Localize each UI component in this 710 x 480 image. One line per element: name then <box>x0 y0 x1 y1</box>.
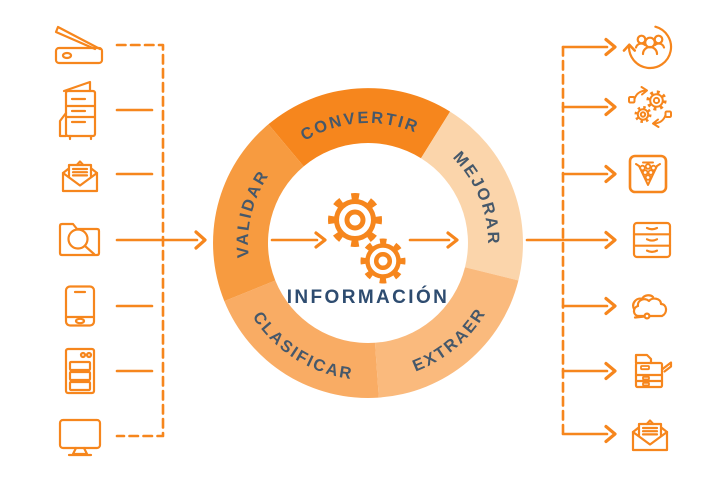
right-arrowheads <box>604 37 617 444</box>
team-sync-icon <box>622 25 673 70</box>
left-connector-tree <box>115 43 207 438</box>
arrowhead-icon <box>604 361 617 381</box>
gears-automation-icon <box>628 86 672 128</box>
arrowhead-icon <box>446 231 459 249</box>
segment-validar <box>213 124 304 302</box>
folder-search-icon <box>58 222 101 257</box>
drawer-cabinet-icon <box>632 221 672 259</box>
segment-convertir <box>268 88 451 167</box>
input-main-arrowhead-icon <box>194 230 207 250</box>
right-connector-tree <box>525 37 617 444</box>
process-ring: CONVERTIR MEJORAR EXTRAER CLASIFICAR VAL… <box>213 88 523 398</box>
arrowhead-icon <box>604 424 617 444</box>
data-funnel-icon <box>628 154 668 194</box>
cloud-icon <box>632 294 668 320</box>
arrowhead-icon <box>604 296 617 316</box>
desktop-monitor-icon <box>58 418 102 457</box>
arrowhead-icon <box>604 97 617 117</box>
segment-extraer <box>375 267 519 398</box>
office-printer-icon <box>634 353 673 389</box>
smartphone-icon <box>64 285 96 327</box>
arrowhead-icon <box>604 230 617 250</box>
arrowhead-icon <box>314 231 327 249</box>
gears-icon <box>328 193 406 284</box>
arrowhead-icon <box>604 164 617 184</box>
center-label: INFORMACIÓN <box>287 286 450 308</box>
open-envelope-letter-icon <box>61 160 99 193</box>
segment-clasificar <box>224 280 379 398</box>
segment-mejorar <box>421 111 523 281</box>
right-branch-lines <box>525 45 609 436</box>
envelope-letter-icon <box>631 419 669 452</box>
ring-inner-arrows <box>270 231 459 249</box>
arrowhead-icon <box>604 37 617 57</box>
server-icon <box>64 347 96 395</box>
multifunction-printer-icon <box>58 80 97 141</box>
left-stub-lines <box>115 108 154 373</box>
scanner-icon <box>54 25 104 65</box>
